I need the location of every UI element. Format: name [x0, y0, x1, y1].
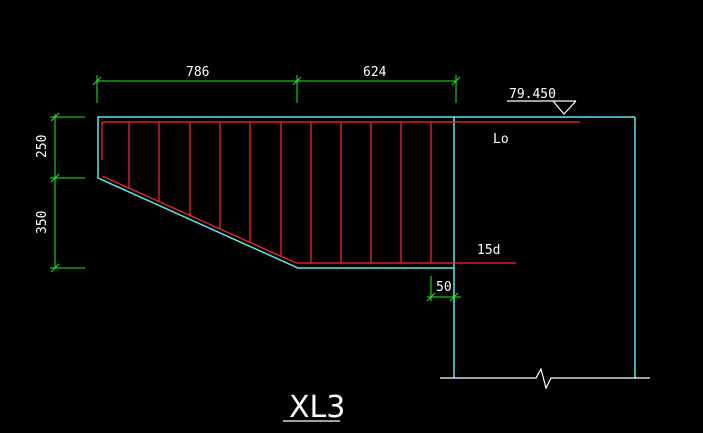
hook-length-label: 15d	[477, 243, 500, 258]
dim-bottom-offset: 50	[436, 280, 452, 295]
dim-side-upper: 250	[35, 135, 50, 158]
dim-top-left: 786	[186, 65, 209, 80]
stirrups	[101, 122, 432, 263]
dim-top-right: 624	[363, 65, 387, 80]
dimension-lines	[50, 75, 461, 302]
rebar-group	[101, 121, 580, 264]
anchorage-label: Lo	[493, 132, 509, 147]
cantilever-beam-outline	[97, 116, 454, 269]
dim-side-lower: 350	[35, 211, 50, 234]
elevation-value: 79.450	[509, 87, 556, 102]
concrete-outline	[97, 116, 636, 378]
elevation-marker	[507, 100, 577, 115]
bottom-rebar-sloped	[101, 175, 297, 264]
drawing-title: XL3	[289, 390, 345, 425]
ground-break-line	[440, 367, 650, 390]
